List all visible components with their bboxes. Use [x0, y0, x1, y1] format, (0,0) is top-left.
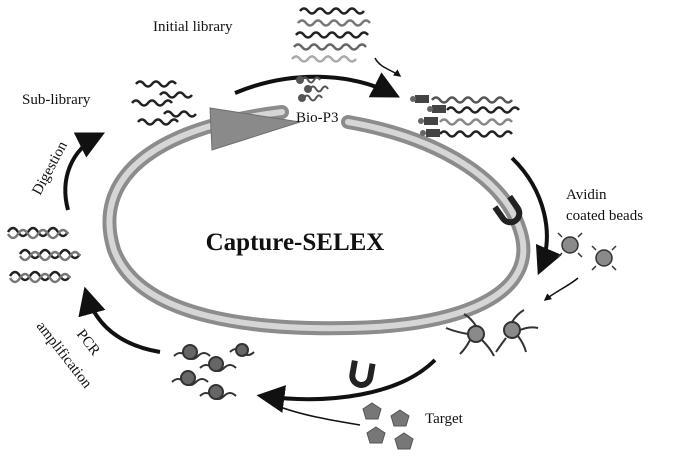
- avidin-label-line1: Avidin: [566, 187, 607, 203]
- aptamer-target-complexes: [172, 344, 254, 399]
- target-label: Target: [425, 411, 464, 427]
- bio-p3-label: Bio-P3: [296, 110, 339, 126]
- beads-feed-arrow: [545, 278, 578, 300]
- central-cycle-ring: [109, 108, 523, 328]
- target-molecules-icon: [363, 403, 413, 449]
- magnet-icon: [347, 360, 375, 390]
- target-feed-arrow: [275, 405, 360, 425]
- avidin-beads-icon: [558, 233, 616, 270]
- center-title: Capture-SELEX: [206, 229, 385, 256]
- double-strand-dna: [8, 228, 80, 282]
- initial-library-strands: [292, 9, 370, 62]
- pcr-label-line1: PCR: [73, 327, 103, 359]
- annealed-complexes: [410, 95, 519, 137]
- avidin-label-line2: coated beads: [566, 208, 643, 224]
- sub-library-label: Sub-library: [22, 92, 91, 108]
- bio-p3-probes: [297, 77, 328, 101]
- sub-library-strands: [132, 82, 196, 125]
- library-feed-arrow: [375, 58, 400, 76]
- initial-library-label: Initial library: [153, 19, 233, 35]
- arrow-to-target: [262, 360, 435, 399]
